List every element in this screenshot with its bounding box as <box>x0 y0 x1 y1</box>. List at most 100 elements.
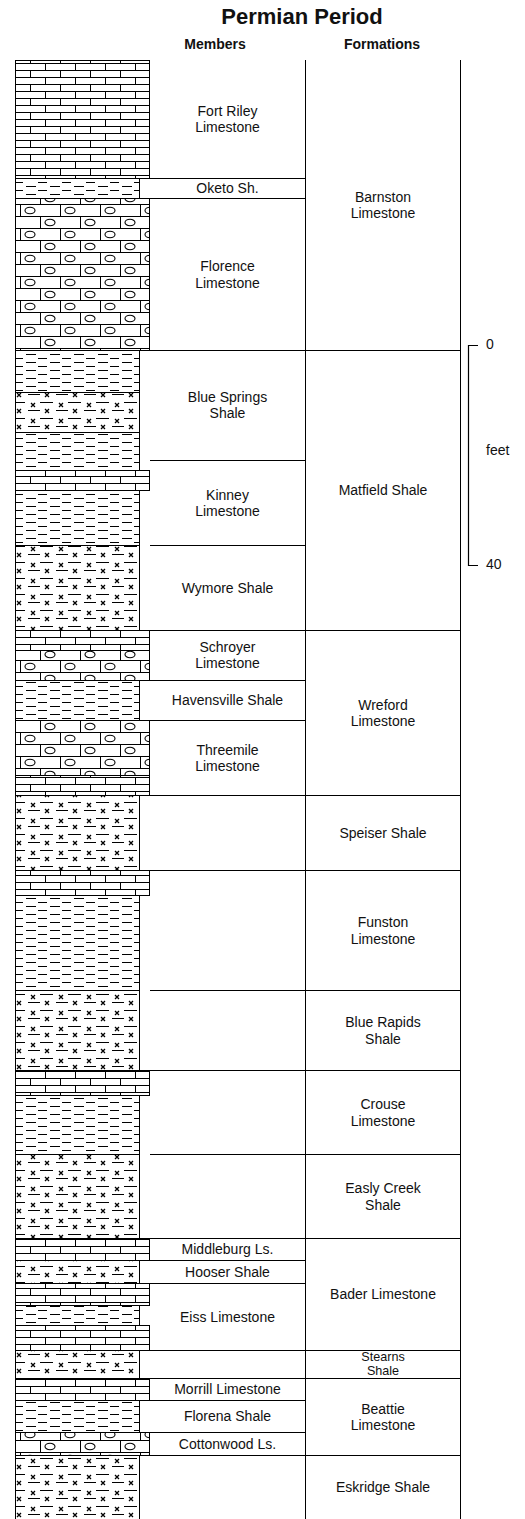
formation-name: Stearns Shale <box>348 1351 418 1377</box>
member-band: Middleburg Ls. <box>150 1238 305 1260</box>
lithology-bed <box>16 651 150 681</box>
lithology-bed <box>16 1239 150 1261</box>
formation-band: Funston Limestone <box>150 870 461 990</box>
lithology-bed <box>16 1456 140 1519</box>
formation-name: Speiser Shale <box>339 825 426 841</box>
lithology-bed <box>16 546 140 631</box>
formation-cell: Blue Rapids Shale <box>306 991 460 1070</box>
lithology-bed <box>16 433 140 471</box>
lithology-bed <box>16 1096 140 1155</box>
member-column: Schroyer LimestoneHavensville ShaleThree… <box>150 631 306 795</box>
member-name: Hooser Shale <box>185 1264 270 1280</box>
lithology-bed <box>16 1433 150 1456</box>
member-band: Kinney Limestone <box>150 460 305 545</box>
lithology-bed <box>16 471 150 491</box>
lithology-bed <box>16 179 140 199</box>
formation-name: Barnston Limestone <box>328 189 438 221</box>
member-column: Blue Springs ShaleKinney LimestoneWymore… <box>150 351 306 630</box>
formation-name: Wreford Limestone <box>328 697 438 729</box>
member-name: Havensville Shale <box>172 692 283 708</box>
member-name: Kinney Limestone <box>173 487 283 519</box>
member-name: Eiss Limestone <box>180 1309 275 1325</box>
member-band: Oketo Sh. <box>150 178 305 198</box>
formation-cell: Easly Creek Shale <box>306 1155 460 1238</box>
formation-band: Eskridge Shale <box>150 1455 461 1519</box>
lithology-bed <box>16 1284 150 1306</box>
lithology-bed <box>16 1155 140 1239</box>
lithology-bed <box>16 1306 140 1326</box>
member-column <box>150 796 306 870</box>
member-name: Oketo Sh. <box>196 180 258 196</box>
scale-number: 0 <box>486 336 516 352</box>
formation-cell: Barnston Limestone <box>306 60 460 350</box>
lithology-bed <box>16 1379 150 1401</box>
lithology-bed <box>16 721 150 776</box>
lithology-bed <box>16 776 150 796</box>
formation-band: Fort Riley LimestoneOketo Sh. Florence Li… <box>150 60 461 350</box>
scale-unit: feet <box>486 442 522 458</box>
member-band: Fort Riley Limestone <box>150 60 305 178</box>
formation-band: Morrill LimestoneFlorena ShaleCottonwood… <box>150 1378 461 1455</box>
formation-name: Matfield Shale <box>339 482 428 498</box>
member-column: Middleburg Ls. Hooser ShaleEiss Limestone <box>150 1239 306 1350</box>
member-band: Morrill Limestone <box>150 1378 305 1400</box>
lithology-bed <box>16 1401 140 1433</box>
member-column <box>150 1351 306 1378</box>
formation-band: Blue Rapids Shale <box>150 990 461 1070</box>
formation-cell: Matfield Shale <box>306 351 460 630</box>
member-column <box>150 1071 306 1154</box>
member-column <box>150 991 306 1070</box>
formation-band: Speiser Shale <box>150 795 461 870</box>
formation-cell: Crouse Limestone <box>306 1071 460 1154</box>
formation-cell: Bader Limestone <box>306 1239 460 1350</box>
member-band: Havensville Shale <box>150 680 305 720</box>
member-band: Cottonwood Ls. <box>150 1432 305 1455</box>
member-column: Morrill LimestoneFlorena ShaleCottonwood… <box>150 1379 306 1455</box>
formation-name: Blue Rapids Shale <box>328 1014 438 1046</box>
formation-name: Funston Limestone <box>328 914 438 946</box>
lithology-bed <box>16 681 140 721</box>
member-name: Cottonwood Ls. <box>179 1436 276 1452</box>
member-name: Middleburg Ls. <box>182 1241 274 1257</box>
member-band: Threemile Limestone <box>150 720 305 795</box>
member-name: Blue Springs Shale <box>173 389 283 421</box>
member-band: Schroyer Limestone <box>150 630 305 680</box>
formation-band: Blue Springs ShaleKinney LimestoneWymore… <box>150 350 461 630</box>
formation-name: Easly Creek Shale <box>328 1180 438 1212</box>
member-band: Blue Springs Shale <box>150 350 305 460</box>
chart-title: Permian Period <box>102 4 502 29</box>
member-name: Threemile Limestone <box>173 742 283 774</box>
formation-band: Crouse Limestone <box>150 1070 461 1154</box>
lithology-bed <box>16 351 140 393</box>
member-band: Eiss Limestone <box>150 1283 305 1350</box>
member-name: Wymore Shale <box>182 580 274 596</box>
formation-cell: Funston Limestone <box>306 871 460 990</box>
member-column <box>150 1456 306 1519</box>
formation-name: Bader Limestone <box>330 1286 436 1302</box>
member-name: Schroyer Limestone <box>168 639 288 671</box>
lithology-bed <box>16 61 150 179</box>
lithology-bed <box>16 1071 150 1096</box>
member-band: Florence Limestone <box>150 198 305 350</box>
lithology-bed <box>16 896 140 991</box>
lithology-bed <box>16 491 140 546</box>
lithology-bed <box>16 199 150 351</box>
formation-band: Easly Creek Shale <box>150 1154 461 1238</box>
member-column <box>150 871 306 990</box>
lithology-bed <box>16 393 140 433</box>
member-column: Fort Riley LimestoneOketo Sh. Florence Li… <box>150 60 306 350</box>
scale-bar <box>469 346 479 566</box>
formation-cell: Eskridge Shale <box>306 1456 460 1519</box>
member-name: Morrill Limestone <box>174 1381 281 1397</box>
member-band: Hooser Shale <box>150 1260 305 1283</box>
column-header: Members <box>155 36 275 52</box>
member-band: Florena Shale <box>150 1400 305 1432</box>
formation-band: Schroyer LimestoneHavensville ShaleThree… <box>150 630 461 795</box>
member-name: Florence Limestone <box>173 258 283 290</box>
formation-cell: Beattie Limestone <box>306 1379 460 1455</box>
lithology-bed <box>16 1326 150 1351</box>
lithology-bed <box>16 631 150 651</box>
lithology-bed <box>16 871 150 896</box>
lithology-bed <box>16 991 140 1071</box>
member-band: Wymore Shale <box>150 545 305 630</box>
